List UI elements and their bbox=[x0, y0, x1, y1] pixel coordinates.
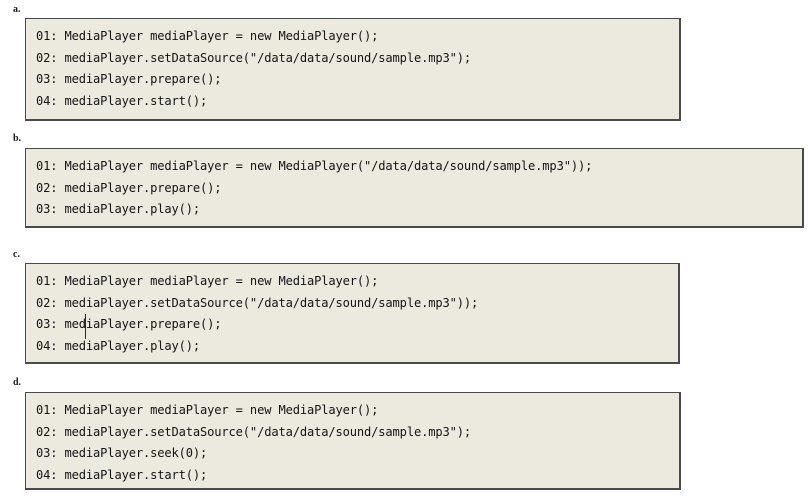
option-a-label: a. bbox=[13, 4, 21, 15]
option-d-code-box[interactable]: 01: MediaPlayer mediaPlayer = new MediaP… bbox=[25, 392, 681, 490]
option-d-code-lines: 01: MediaPlayer mediaPlayer = new MediaP… bbox=[26, 393, 679, 492]
code-line: 01: MediaPlayer mediaPlayer = new MediaP… bbox=[36, 29, 379, 43]
code-line: 04: mediaPlayer.start(); bbox=[36, 467, 208, 482]
text-caret bbox=[85, 314, 86, 339]
code-line: 02: mediaPlayer.prepare(); bbox=[36, 180, 222, 195]
option-a-code-box[interactable]: 01: MediaPlayer mediaPlayer = new MediaP… bbox=[25, 18, 681, 121]
code-line: 02: mediaPlayer.setDataSource("/data/dat… bbox=[36, 295, 479, 310]
code-line: 03: mediaPlayer.prepare(); bbox=[36, 72, 222, 86]
code-line: 03: mediaPlayer.play(); bbox=[36, 202, 201, 216]
option-c-label: c. bbox=[13, 249, 20, 260]
code-line: 03: mediaPlayer.prepare(); bbox=[36, 317, 222, 331]
code-line: 01: MediaPlayer mediaPlayer = new MediaP… bbox=[36, 403, 379, 417]
code-line: 01: MediaPlayer mediaPlayer = new MediaP… bbox=[36, 274, 379, 288]
option-b-label: b. bbox=[13, 133, 22, 144]
code-line: 01: MediaPlayer mediaPlayer = new MediaP… bbox=[36, 159, 593, 173]
code-line: 02: mediaPlayer.setDataSource("/data/dat… bbox=[36, 50, 471, 65]
code-line: 04: mediaPlayer.play(); bbox=[36, 338, 201, 353]
option-c-code-lines: 01: MediaPlayer mediaPlayer = new MediaP… bbox=[26, 264, 678, 363]
option-c-code-box[interactable]: 01: MediaPlayer mediaPlayer = new MediaP… bbox=[25, 263, 680, 364]
code-line: 03: mediaPlayer.seek(0); bbox=[36, 446, 208, 460]
option-b-code-box[interactable]: 01: MediaPlayer mediaPlayer = new MediaP… bbox=[25, 148, 804, 228]
code-line: 02: mediaPlayer.setDataSource("/data/dat… bbox=[36, 424, 471, 439]
option-d-label: d. bbox=[13, 377, 22, 388]
code-line: 04: mediaPlayer.start(); bbox=[36, 93, 208, 108]
option-b-code-lines: 01: MediaPlayer mediaPlayer = new MediaP… bbox=[26, 149, 802, 227]
option-a-code-lines: 01: MediaPlayer mediaPlayer = new MediaP… bbox=[26, 19, 679, 118]
